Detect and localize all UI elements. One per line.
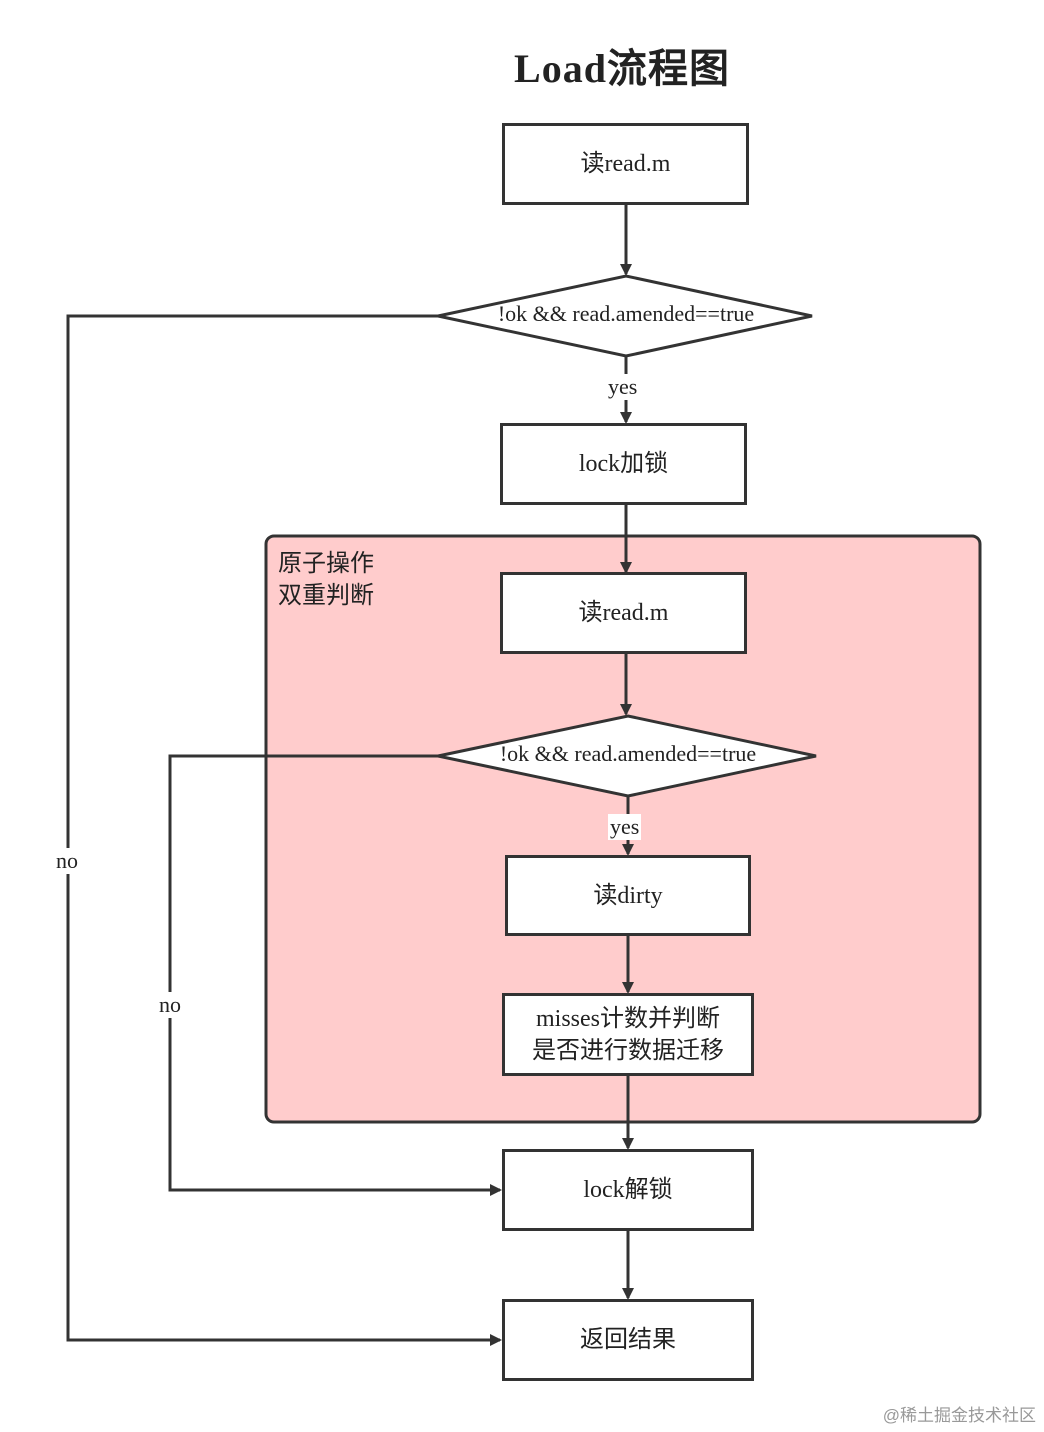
edge-label-no-2: no	[157, 992, 183, 1018]
atomic-group-label-line1: 原子操作	[278, 550, 374, 577]
atomic-group-label: 原子操作 双重判断	[278, 548, 374, 612]
decision-diamond-1	[437, 274, 813, 358]
decision-diamond-2	[437, 714, 817, 798]
watermark: @稀土掘金技术社区	[882, 1406, 1036, 1425]
node-lock: lock加锁	[500, 423, 747, 505]
node-misses-line1: misses计数并判断	[535, 1005, 720, 1032]
node-return: 返回结果	[502, 1299, 754, 1381]
node-read-dirty: 读dirty	[505, 855, 751, 936]
edge-label-yes-1: yes	[606, 374, 640, 400]
node-read-m-1: 读read.m	[502, 123, 749, 205]
node-unlock: lock解锁	[502, 1149, 754, 1231]
atomic-group-label-line2: 双重判断	[278, 582, 374, 609]
page-title: Load流程图	[0, 36, 1044, 94]
page-title-text: Load流程图	[514, 46, 730, 91]
edge-cond1-no-to-return	[66, 314, 502, 1346]
node-misses: misses计数并判断 是否进行数据迁移	[502, 993, 754, 1076]
node-misses-line2: 是否进行数据迁移	[532, 1037, 724, 1064]
edge-label-no-1: no	[54, 848, 80, 874]
decision-label-2: !ok && read.amended==true	[499, 741, 757, 766]
node-read-m-2: 读read.m	[500, 572, 747, 654]
decision-label-1: !ok && read.amended==true	[497, 301, 755, 326]
edge-cond2-no-to-unlock	[168, 754, 502, 1196]
edge-label-yes-2: yes	[608, 814, 642, 840]
